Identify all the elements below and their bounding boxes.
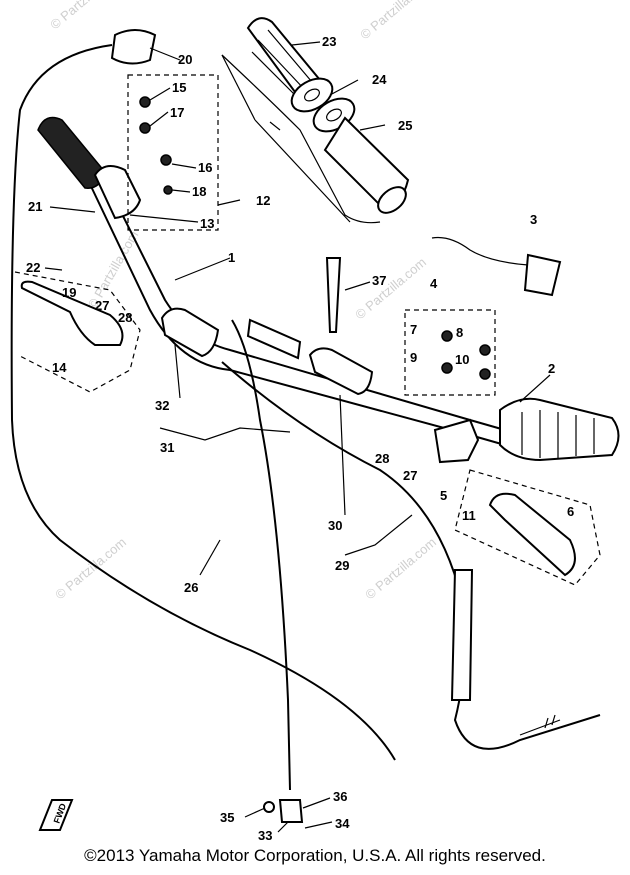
callout-27a: 27	[95, 298, 109, 313]
callout-18: 18	[192, 184, 206, 199]
callout-12: 12	[256, 193, 270, 208]
copyright-notice: ©2013 Yamaha Motor Corporation, U.S.A. A…	[84, 846, 546, 865]
callout-17: 17	[170, 105, 184, 120]
callout-32: 32	[155, 398, 169, 413]
grip-inset	[221, 17, 410, 224]
callout-5: 5	[440, 488, 447, 503]
callout-1: 1	[228, 250, 235, 265]
callout-28b: 28	[375, 451, 389, 466]
callout-33: 33	[258, 828, 272, 840]
callout-20: 20	[178, 52, 192, 67]
callout-19: 19	[62, 285, 76, 300]
watermark: © Partzilla.com	[52, 534, 129, 602]
callout-3: 3	[530, 212, 537, 227]
washer-24a	[290, 77, 334, 113]
callout-23: 23	[322, 34, 336, 49]
watermark: © Partzilla.com	[352, 254, 429, 322]
callout-4: 4	[430, 276, 438, 291]
callout-35: 35	[220, 810, 234, 825]
callout-8: 8	[456, 325, 463, 340]
box-14	[14, 271, 141, 393]
callout-6: 6	[567, 504, 574, 519]
callout-15: 15	[172, 80, 186, 95]
box-4	[404, 309, 496, 396]
watermark: © Partzilla.com	[47, 0, 124, 32]
callout-29: 29	[335, 558, 349, 573]
pad-32	[160, 307, 220, 358]
left-switch	[93, 165, 142, 220]
callout-26: 26	[184, 580, 198, 595]
callout-30: 30	[328, 518, 342, 533]
right-grip-2	[499, 397, 620, 462]
watermark: © Partzilla.com	[357, 0, 434, 42]
clamp-20	[110, 29, 157, 65]
callout-13: 13	[200, 216, 214, 231]
callout-14: 14	[52, 360, 67, 375]
callout-37: 37	[372, 273, 386, 288]
callout-28a: 28	[118, 310, 132, 325]
fwd-mark: FWD	[38, 799, 74, 831]
callouts: 1 2 3 4 5 6 7 8 9 10 11 12 13 14 15 16 1…	[26, 34, 574, 840]
callout-21: 21	[28, 199, 42, 214]
parts-diagram: © Partzilla.com © Partzilla.com © Partzi…	[10, 0, 620, 840]
box-12	[127, 74, 219, 231]
pad-30	[308, 347, 374, 396]
cables	[10, 44, 601, 823]
watermark: © Partzilla.com	[362, 534, 439, 602]
handlebar	[14, 29, 620, 586]
callout-16: 16	[198, 160, 212, 175]
callout-36: 36	[333, 789, 347, 804]
callout-24: 24	[372, 72, 387, 87]
callout-7: 7	[410, 322, 417, 337]
leader-lines	[44, 41, 551, 833]
callout-27b: 27	[403, 468, 417, 483]
watermark: © Partzilla.com	[85, 228, 142, 311]
left-grip	[37, 116, 106, 189]
callout-2: 2	[548, 361, 555, 376]
callout-10: 10	[455, 352, 469, 367]
inset-border	[221, 54, 381, 224]
strap-37	[325, 257, 342, 333]
callout-31: 31	[160, 440, 174, 455]
callout-9: 9	[410, 350, 417, 365]
throttle-cable-26	[10, 44, 396, 761]
lever-holder-5	[433, 418, 480, 464]
switch-3	[523, 253, 562, 297]
handlebar-tube	[99, 169, 506, 431]
clutch-lever-14	[20, 280, 124, 346]
callout-11: 11	[462, 508, 476, 523]
adjuster-33	[278, 799, 304, 823]
callout-34: 34	[335, 816, 350, 831]
callout-22: 22	[26, 260, 40, 275]
clutch-cable	[231, 319, 291, 791]
brake-lever-6	[488, 492, 576, 577]
callout-25: 25	[398, 118, 412, 133]
